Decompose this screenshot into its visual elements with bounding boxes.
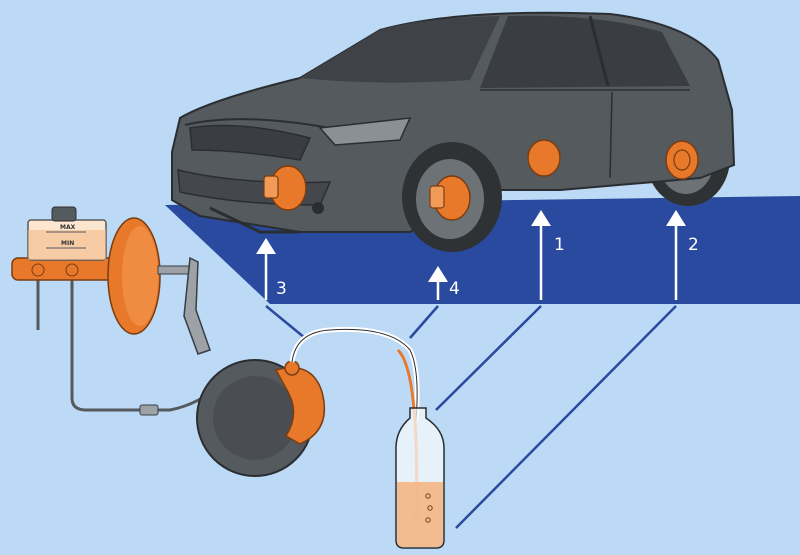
reservoir-min-label: MIN [61,240,74,247]
brake-disc-assembly [196,359,326,477]
bottle-fluid [397,482,443,547]
brake-master-assembly: MAX MIN [11,206,261,416]
arrow-1 [531,210,551,300]
caliper-rear-left [665,140,699,180]
car [171,11,736,252]
disc-caliper [274,366,326,445]
bleed-step-4-label: 4 [449,279,460,299]
bleed-step-1-label: 1 [554,235,565,255]
caliper-front-right [429,175,471,221]
brake-calipers [263,139,699,221]
caliper-front-left [263,165,307,211]
bleed-kit [289,326,445,549]
caliper-rear-right [527,139,561,177]
bleed-step-2-label: 2 [688,235,699,255]
brake-pedal [183,256,211,355]
bleeder-valve [284,360,300,376]
bleed-step-3-label: 3 [276,279,287,299]
car-mirror [515,61,556,84]
bleed-order-arrows [256,210,686,300]
arrow-2 [666,210,686,300]
arrow-3 [256,238,276,300]
reservoir-max-label: MAX [60,224,76,231]
car-headlight [318,117,412,146]
car-grille [189,124,312,161]
arrow-4 [428,266,448,300]
leader-lines [265,305,677,529]
car-windshield [300,16,500,83]
